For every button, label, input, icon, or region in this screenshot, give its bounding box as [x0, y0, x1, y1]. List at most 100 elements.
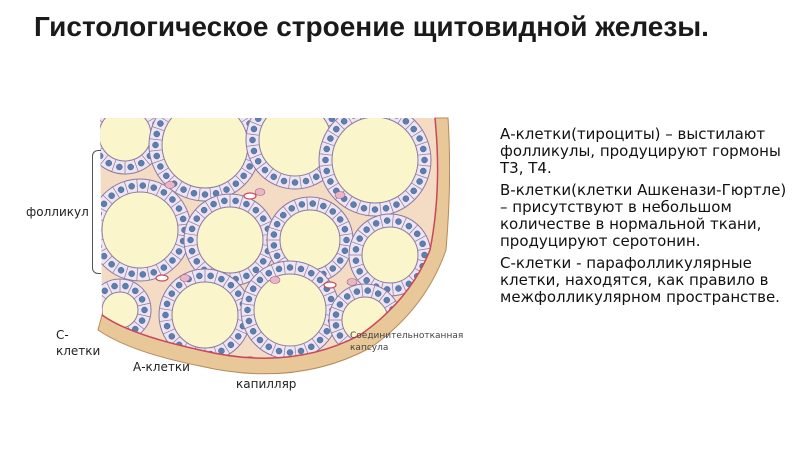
cell-boundary [111, 159, 117, 172]
cell-boundary [417, 247, 431, 251]
thyrocyte-nucleus [249, 136, 256, 144]
cell-boundary [216, 195, 222, 209]
cell-boundary [336, 221, 349, 228]
thyrocyte-nucleus [207, 272, 214, 280]
thyrocyte-nucleus [196, 272, 203, 280]
cell-boundary [311, 270, 321, 282]
cell-boundary [238, 271, 244, 285]
thyrocyte-nucleus [150, 184, 158, 191]
cell-boundary [163, 190, 173, 201]
cell-boundary [351, 241, 364, 247]
thyrocyte-nucleus [352, 246, 360, 253]
thyrocyte-nucleus [187, 236, 194, 244]
cell-boundary [405, 190, 415, 200]
thyrocyte-nucleus [97, 111, 103, 117]
thyrocyte-nucleus [382, 205, 390, 212]
thyrocyte-nucleus [175, 205, 183, 212]
cell-boundary [391, 282, 394, 296]
cell-boundary [247, 201, 256, 213]
thyrocyte-nucleus [298, 201, 306, 208]
follicle-colloid [100, 118, 152, 162]
cell-boundary [417, 153, 431, 156]
thyrocyte-nucleus [327, 295, 335, 303]
cell-boundary [344, 118, 353, 124]
thyrocyte-nucleus [163, 172, 170, 180]
cell-boundary [241, 118, 253, 123]
cell-boundary [250, 279, 262, 289]
thyrocyte-nucleus [336, 332, 344, 339]
cell-boundary [323, 290, 336, 297]
cell-boundary [147, 118, 159, 123]
capillary [155, 274, 169, 282]
follicle-colloid [196, 206, 264, 274]
cell-boundary [397, 118, 406, 124]
cell-boundary [137, 313, 151, 318]
cell-boundary [100, 147, 103, 155]
cell-boundary [405, 120, 415, 130]
thyrocyte-nucleus [169, 196, 176, 203]
c-cell [254, 188, 266, 196]
thyrocyte-nucleus [234, 290, 242, 297]
cell-boundary [155, 264, 163, 277]
cell-boundary [149, 138, 163, 141]
thyrocyte-nucleus [240, 172, 247, 180]
thyrocyte-nucleus [332, 311, 340, 318]
thyrocyte-nucleus [122, 282, 129, 290]
cell-boundary [157, 167, 169, 176]
cell-boundary [204, 201, 213, 213]
cell-boundary [90, 140, 99, 142]
follicle-colloid [253, 273, 327, 347]
thyrocyte-nucleus [116, 163, 123, 171]
thyroid-tissue-diagram [90, 110, 451, 375]
cell-boundary [275, 173, 282, 186]
thyrocyte-nucleus [128, 183, 135, 190]
thyrocyte-nucleus [413, 230, 421, 238]
cell-boundary [270, 343, 277, 356]
thyrocyte-nucleus [353, 288, 361, 295]
cell-boundary [400, 217, 407, 230]
thyrocyte-nucleus [93, 307, 99, 313]
thyrocyte-nucleus [227, 341, 235, 349]
thyrocyte-nucleus [279, 211, 287, 219]
thyrocyte-nucleus [275, 347, 283, 355]
thyrocyte-nucleus [288, 205, 295, 212]
cell-boundary [282, 206, 292, 217]
thyrocyte-nucleus [371, 206, 379, 213]
cell-boundary [163, 328, 176, 335]
cell-boundary [259, 338, 269, 350]
thyrocyte-nucleus [341, 225, 349, 233]
thyrocyte-nucleus [234, 333, 242, 340]
thyrocyte-nucleus [322, 110, 328, 113]
cell-boundary [338, 335, 349, 345]
cell-boundary [100, 118, 103, 123]
thyrocyte-nucleus [100, 252, 108, 260]
cell-boundary [102, 194, 113, 205]
cell-boundary [414, 235, 427, 242]
thyrocyte-nucleus [245, 317, 253, 325]
thyrocyte-nucleus [410, 187, 417, 195]
thyrocyte-nucleus [372, 110, 378, 114]
thyrocyte-nucleus [138, 317, 146, 324]
thyrocyte-nucleus [160, 189, 168, 196]
cell-boundary [112, 261, 120, 274]
cell-boundary [100, 205, 107, 213]
thyrocyte-nucleus [250, 147, 258, 155]
cell-boundary [127, 281, 134, 294]
thyrocyte-nucleus [90, 132, 96, 138]
cell-boundary [348, 287, 356, 300]
thyrocyte-nucleus [286, 264, 294, 271]
thyrocyte-nucleus [350, 118, 357, 119]
cell-boundary [308, 173, 315, 186]
cell-boundary [90, 128, 99, 130]
label-a-cells: А-клетки [133, 360, 190, 374]
thyrocyte-nucleus [249, 285, 257, 292]
cell-boundary [184, 244, 198, 247]
thyrocyte-nucleus [323, 167, 330, 175]
cell-boundary [152, 158, 165, 164]
thyrocyte-nucleus [157, 120, 164, 127]
follicle-colloid [361, 226, 419, 284]
thyrocyte-nucleus [91, 121, 97, 127]
follicle [240, 260, 340, 359]
cell-boundary [136, 267, 138, 281]
thyrocyte-nucleus [232, 197, 239, 205]
